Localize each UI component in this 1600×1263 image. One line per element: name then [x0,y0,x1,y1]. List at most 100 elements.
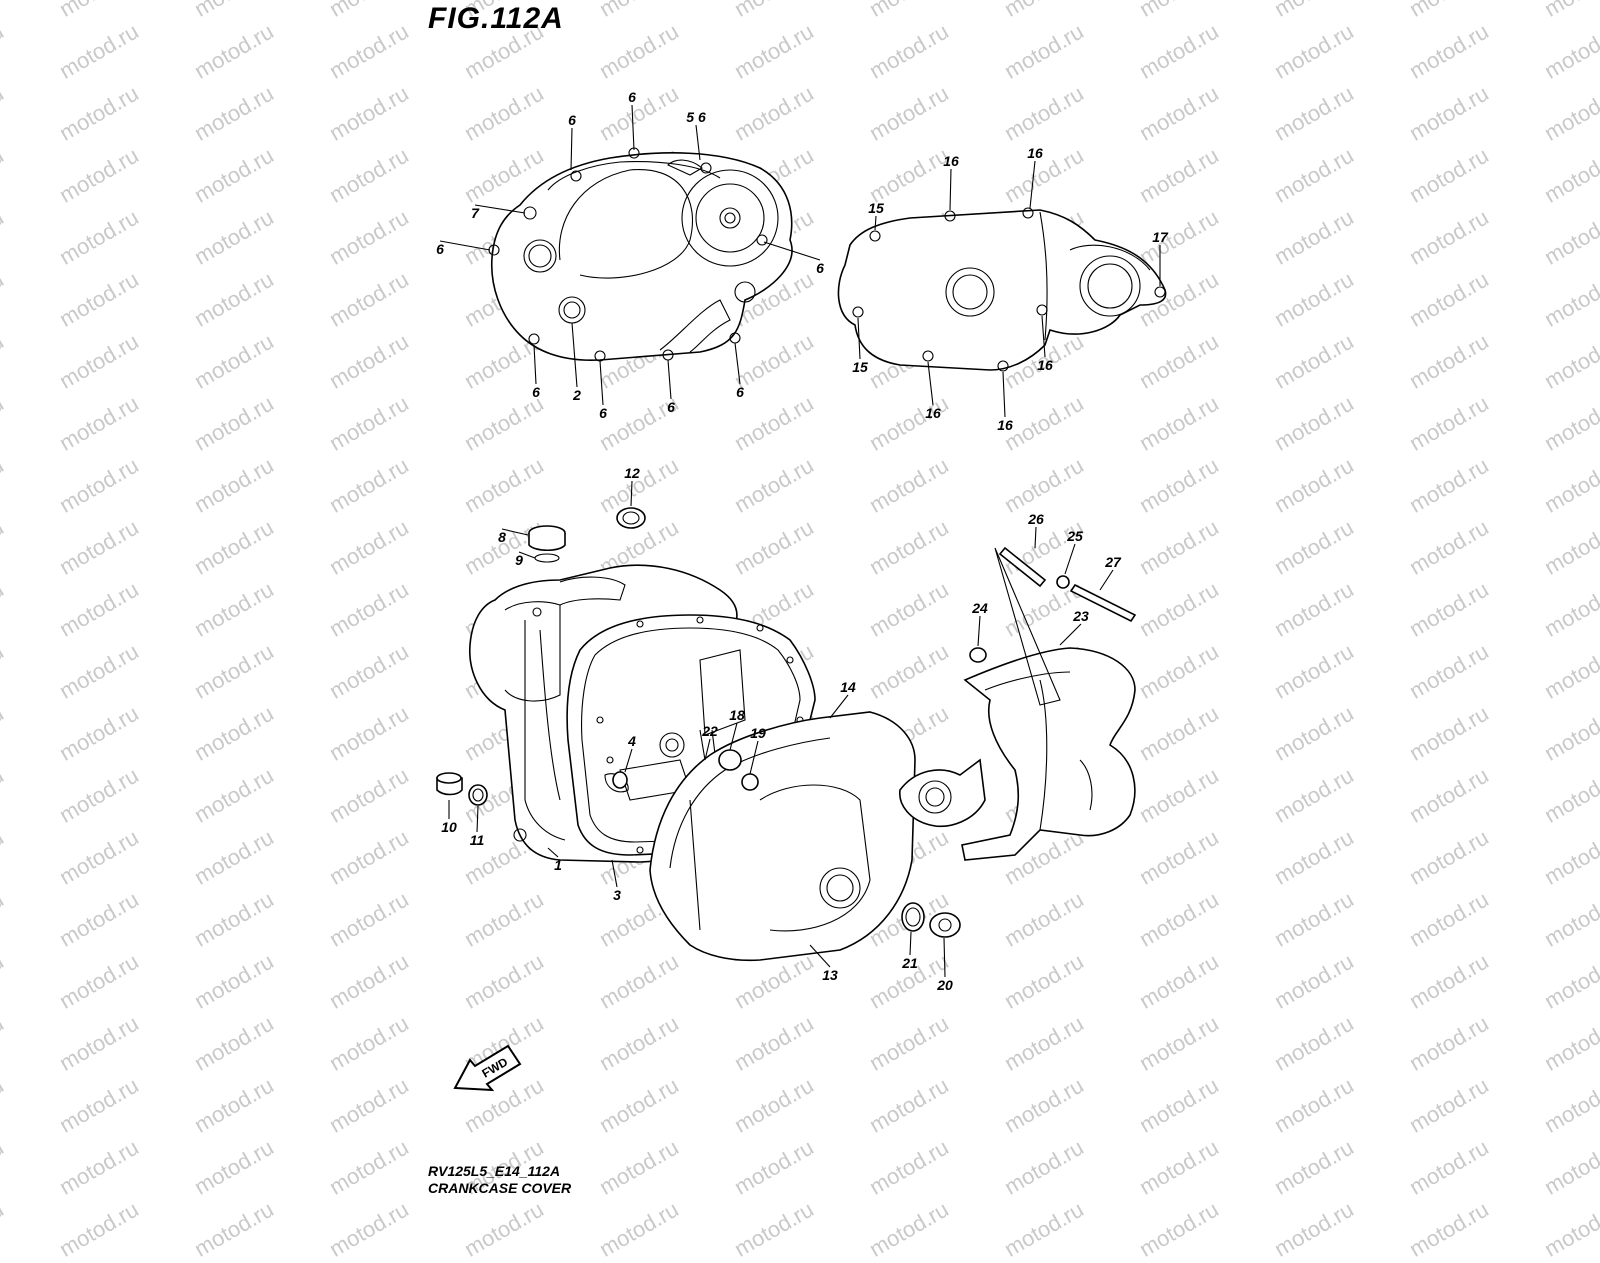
leader-line-c16c [1041,315,1046,358]
leader-line-c24 [977,615,981,647]
callout-c15b: 15 [852,359,868,375]
callout-c16c: 16 [1037,357,1053,373]
leader-line-c11 [476,805,479,833]
leader-line-c27 [1099,569,1114,591]
leader-line-c6c [439,240,491,251]
callout-c7: 7 [471,205,480,221]
forward-direction-arrow: FWD [453,1044,522,1092]
footer-name: CRANKCASE COVER [428,1180,572,1196]
footer-code: RV125L5_E14_112A [428,1163,561,1179]
callout-c4: 4 [627,733,636,749]
watermark-text: motod.ru [190,1196,278,1262]
watermark-text: motod.ru [1135,1196,1223,1262]
watermark-text: motod.ru [1540,1196,1600,1262]
clutch-cover-outline [488,147,793,362]
callout-c6a: 6 [568,112,576,128]
callout-c6h: 6 [736,384,744,400]
leader-lines [439,104,1161,978]
callout-c6d: 6 [816,260,824,276]
leader-line-c6e [533,344,537,385]
leader-line-c6d [763,241,821,261]
callout-c6c: 6 [436,241,444,257]
callout-c6g: 6 [667,399,675,415]
leader-line-c56 [695,124,701,161]
leader-line-c23 [1059,623,1082,646]
leader-line-c15a [874,215,877,231]
watermark-text: motod.ru [865,1196,953,1262]
callout-c1: 1 [554,857,562,873]
leader-line-c16e [1002,371,1006,418]
callout-c10: 10 [441,819,457,835]
oil-filler-cap [528,525,566,563]
watermark-text: motod.ru [730,1196,818,1262]
callout-c9: 9 [515,552,523,568]
callout-c18: 18 [729,707,745,723]
leader-line-c16a [949,168,952,211]
watermark-text: motod.ru [1405,1196,1493,1262]
watermark-text: motod.ru [595,1196,683,1262]
callout-c17: 17 [1152,229,1169,245]
callout-c6b: 6 [628,89,636,105]
watermark-text: motod.ru [55,1196,143,1262]
leader-line-c2 [571,322,578,388]
callout-c6e: 6 [532,384,540,400]
leader-line-c7 [474,204,526,214]
leader-line-c13 [809,944,831,968]
leader-line-c15b [857,317,861,360]
watermark-text: motod.ru [1000,1196,1088,1262]
leader-line-c18 [729,722,738,751]
leader-line-c1 [547,847,559,858]
callout-c15a: 15 [868,200,884,216]
callout-c2: 2 [572,387,581,403]
bolt-assembly [969,546,1137,663]
leader-line-c6a [570,127,573,171]
callout-c21: 21 [901,955,918,971]
callout-c13: 13 [822,967,838,983]
leader-line-c8 [501,528,529,536]
callout-c6f: 6 [599,405,607,421]
callout-c26: 26 [1027,511,1044,527]
callout-c22: 22 [701,723,718,739]
callout-c3: 3 [613,887,621,903]
plug-cap-20 [901,902,961,938]
watermark-text: motod.ru [0,1196,8,1262]
leader-line-c6f [599,360,604,406]
leader-line-c6g [667,359,672,400]
callout-c20: 20 [936,977,953,993]
callout-c16d: 16 [925,405,941,421]
leader-line-c6b [631,104,635,151]
leader-line-c21 [909,931,912,956]
callout-c11: 11 [470,832,485,848]
callout-c8: 8 [498,529,506,545]
leader-line-c22 [704,738,711,761]
callout-c16a: 16 [943,153,959,169]
callout-c27: 27 [1104,554,1122,570]
watermark-text: motod.ru [325,1196,413,1262]
callout-c14: 14 [840,679,856,695]
magneto-cover-outline [837,207,1167,372]
figure-title: FIG.112A [428,2,564,35]
leader-line-c16b [1029,160,1036,209]
crankcase-assembly [436,507,1137,962]
leader-line-c14 [829,694,849,719]
leader-line-c9 [518,551,536,559]
exploded-parts-drawing: FWD 665 67666266616161517151616161289262… [436,89,1169,1092]
callout-c56: 5 6 [686,109,706,125]
seal-ring-12 [616,507,646,529]
leader-line-c4 [624,748,633,773]
leader-line-c16d [927,361,934,406]
callout-c16b: 16 [1027,145,1043,161]
callout-c12: 12 [624,465,640,481]
watermark-text: motod.ru [1270,1196,1358,1262]
leader-line-c12 [630,480,633,507]
callout-c24: 24 [971,600,988,616]
callout-c16e: 16 [997,417,1013,433]
callout-c23: 23 [1072,608,1089,624]
callout-c25: 25 [1066,528,1083,544]
drain-plug [436,772,488,806]
watermark-text: motod.ru [460,1196,548,1262]
leader-line-c26 [1034,526,1037,549]
leader-line-c19 [749,740,759,775]
